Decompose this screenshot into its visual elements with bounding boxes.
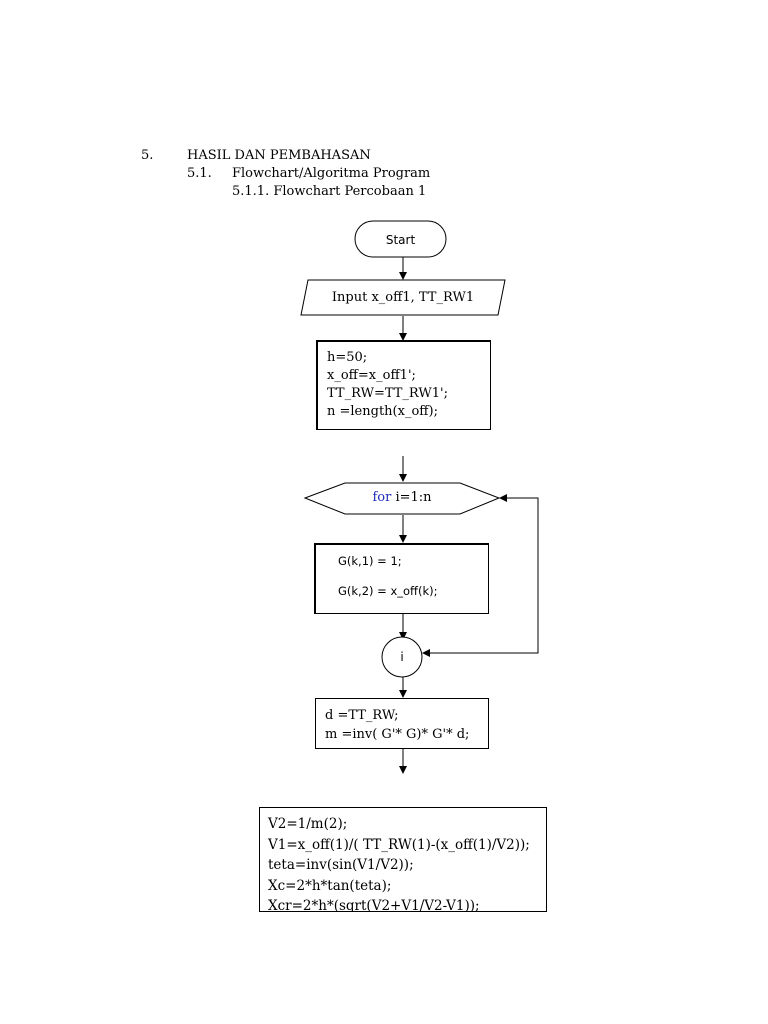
- connector-label: i: [400, 650, 404, 664]
- init-line: TT_RW=TT_RW1';: [327, 386, 449, 401]
- final-line: Xc=2*h*tan(teta);: [268, 877, 392, 894]
- loop-back-line: [423, 497, 539, 654]
- subsection-number: 5.1.: [187, 166, 212, 181]
- final-line: V2=1/m(2);: [268, 816, 348, 832]
- section-number: 5.: [141, 148, 154, 163]
- calc-line: d =TT_RW;: [325, 708, 399, 723]
- loop-range: i=1:n: [391, 490, 432, 505]
- loop-body-line: G(k,1) = 1;: [338, 554, 402, 568]
- final-line: V1=x_off(1)/( TT_RW(1)-(x_off(1)/V2));: [268, 836, 530, 853]
- init-line: h=50;: [327, 350, 368, 365]
- calc-process-box: d =TT_RW; m =inv( G'* G)* G'* d;: [315, 698, 489, 749]
- subsection-title: Flowchart/Algoritma Program: [232, 166, 431, 181]
- loop-keyword: for: [372, 490, 392, 505]
- loop-body-box: G(k,1) = 1; G(k,2) = x_off(k);: [314, 543, 489, 614]
- loop-body-line: G(k,2) = x_off(k);: [338, 584, 438, 598]
- connector-circle-shape: [381, 636, 423, 678]
- section-title: HASIL DAN PEMBAHASAN: [187, 148, 371, 163]
- start-terminator-shape: [354, 220, 447, 258]
- loop-label: for i=1:n: [305, 490, 499, 505]
- init-process-box: h=50; x_off=x_off1'; TT_RW=TT_RW1'; n =l…: [316, 340, 491, 430]
- final-process-box: V2=1/m(2); V1=x_off(1)/( TT_RW(1)-(x_off…: [259, 807, 547, 912]
- init-line: n =length(x_off);: [327, 404, 438, 419]
- input-parallelogram-shape: [300, 279, 506, 316]
- final-line: Xcr=2*h*(sqrt(V2+V1/V2-V1));: [268, 898, 480, 912]
- input-label: Input x_off1, TT_RW1: [331, 290, 475, 305]
- final-line: teta=inv(sin(V1/V2));: [268, 857, 414, 873]
- subsubsection-title: 5.1.1. Flowchart Percobaan 1: [232, 184, 427, 199]
- calc-line: m =inv( G'* G)* G'* d;: [325, 727, 470, 742]
- init-line: x_off=x_off1';: [327, 368, 416, 383]
- start-label: Start: [385, 233, 416, 247]
